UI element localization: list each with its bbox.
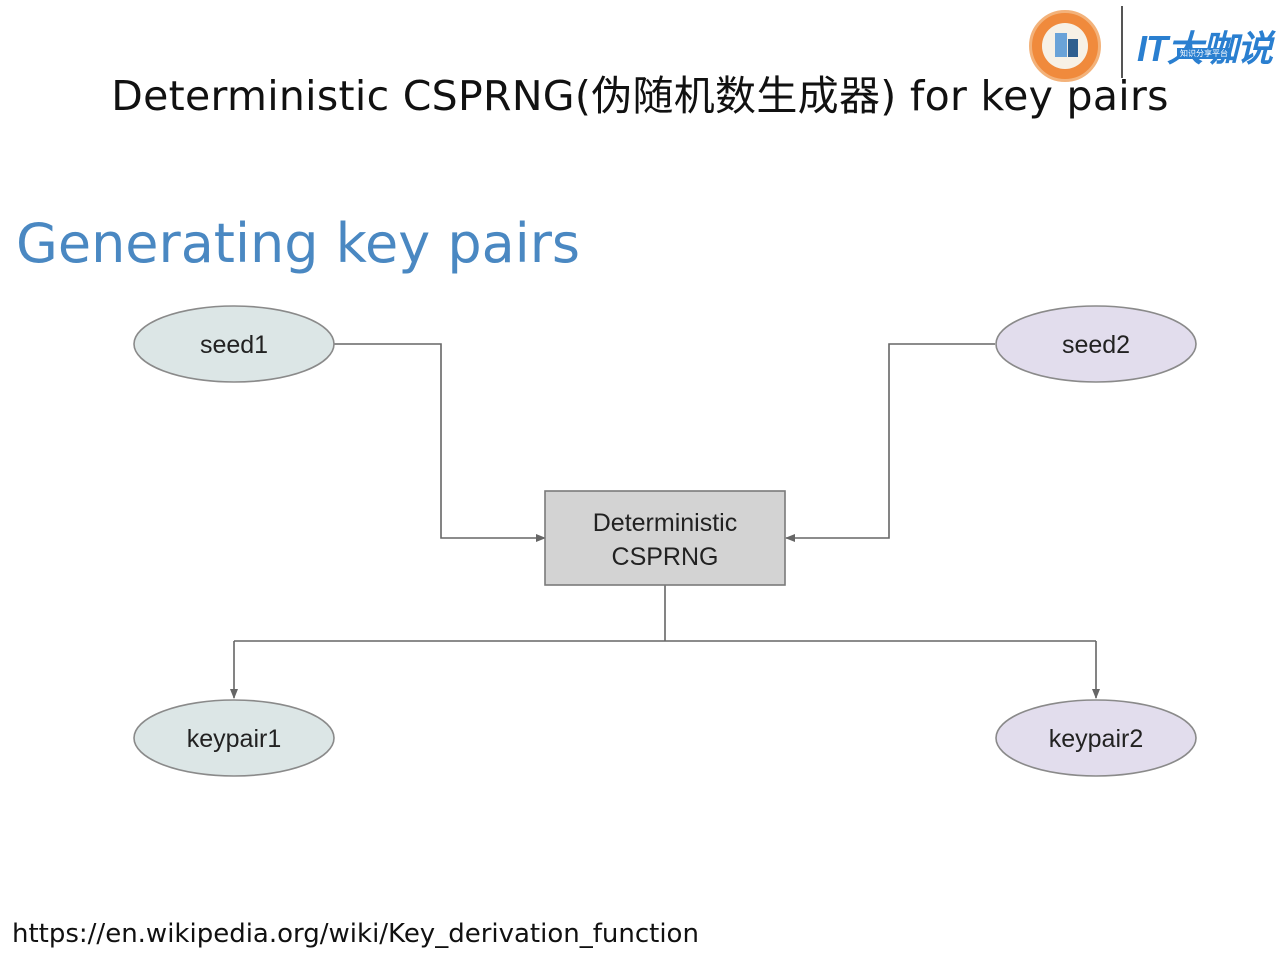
connector-seed1-to-generator [334,343,546,542]
node-generator-label-line2: CSPRNG [612,543,719,571]
devops-badge-icon [1029,10,1101,82]
node-keypair1-label: keypair1 [187,725,282,753]
logo-tagline: 知识分享平台 [1177,48,1231,59]
connector-seed2-to-generator [785,343,995,542]
node-seed1: seed1 [133,305,335,383]
node-seed1-label: seed1 [200,331,268,359]
node-keypair2-label: keypair2 [1049,725,1144,753]
logo-divider [1121,6,1123,78]
node-keypair1: keypair1 [133,699,335,777]
node-generator-label-line1: Deterministic [593,509,737,537]
source-link[interactable]: https://en.wikipedia.org/wiki/Key_deriva… [12,919,699,949]
node-generator: Deterministic CSPRNG [544,490,786,586]
node-seed2: seed2 [995,305,1197,383]
slide-title: Deterministic CSPRNG(伪随机数生成器) for key pa… [111,72,1169,120]
node-seed2-label: seed2 [1062,331,1130,359]
brand-logo: IT大咖说 知识分享平台 [1025,4,1280,84]
node-keypair2: keypair2 [995,699,1197,777]
section-heading: Generating key pairs [16,212,581,275]
